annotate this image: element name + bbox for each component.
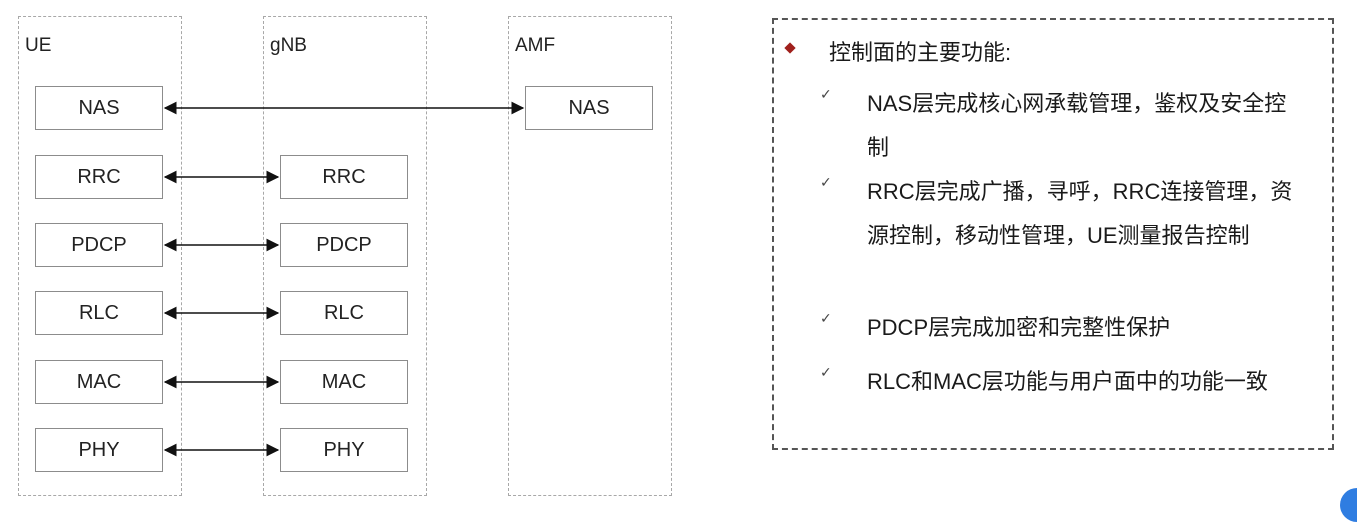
function-item-pdcp: ✓ PDCP层完成加密和完整性保护 (820, 306, 1320, 350)
amf-layer-nas: NAS (525, 86, 653, 130)
function-item-rlc-mac: ✓ RLC和MAC层功能与用户面中的功能一致 (820, 360, 1320, 404)
function-item-text: RRC层完成广播，寻呼，RRC连接管理，资源控制，移动性管理，UE测量报告控制 (867, 179, 1293, 248)
ue-column: UE (18, 16, 182, 496)
function-description-box (772, 18, 1334, 450)
ue-layer-rlc: RLC (35, 291, 163, 335)
check-icon: ✓ (820, 86, 832, 102)
gnb-layer-rlc: RLC (280, 291, 408, 335)
function-item-text: NAS层完成核心网承载管理，鉴权及安全控制 (867, 91, 1287, 160)
function-title: 控制面的主要功能: (829, 40, 1012, 65)
function-item-text: RLC和MAC层功能与用户面中的功能一致 (867, 369, 1268, 394)
gnb-column-label: gNB (270, 35, 307, 56)
ue-layer-pdcp: PDCP (35, 223, 163, 267)
gnb-layer-pdcp: PDCP (280, 223, 408, 267)
check-icon: ✓ (820, 174, 832, 190)
amf-column: AMF (508, 16, 672, 496)
check-icon: ✓ (820, 310, 832, 326)
gnb-layer-phy: PHY (280, 428, 408, 472)
amf-column-label: AMF (515, 35, 556, 56)
function-item-text: PDCP层完成加密和完整性保护 (867, 315, 1171, 340)
ue-layer-rrc: RRC (35, 155, 163, 199)
gnb-layer-rrc: RRC (280, 155, 408, 199)
gnb-layer-mac: MAC (280, 360, 408, 404)
check-icon: ✓ (820, 364, 832, 380)
ue-layer-phy: PHY (35, 428, 163, 472)
function-item-rrc: ✓ RRC层完成广播，寻呼，RRC连接管理，资源控制，移动性管理，UE测量报告控… (820, 170, 1320, 258)
gnb-column: gNB (263, 16, 427, 496)
function-item-nas: ✓ NAS层完成核心网承载管理，鉴权及安全控制 (820, 82, 1320, 170)
ue-column-label: UE (25, 35, 52, 56)
ue-layer-mac: MAC (35, 360, 163, 404)
peer-arrows (163, 101, 525, 457)
ue-layer-nas: NAS (35, 86, 163, 130)
